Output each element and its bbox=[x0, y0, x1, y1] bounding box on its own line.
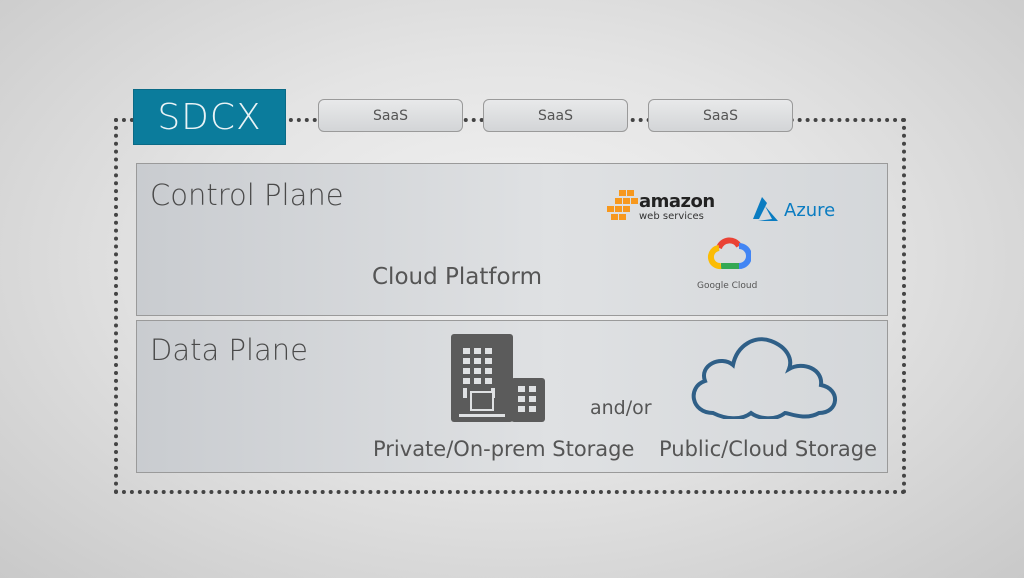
google-cloud-logo-icon bbox=[708, 237, 751, 270]
saas-box-3: SaaS bbox=[648, 99, 793, 132]
aws-name: amazon bbox=[639, 191, 715, 212]
cloud-icon bbox=[691, 337, 837, 419]
control-plane-title: Control Plane bbox=[150, 178, 344, 212]
saas-box-1: SaaS bbox=[318, 99, 463, 132]
azure-name: Azure bbox=[784, 200, 836, 221]
aws-logo: amazon web services bbox=[607, 188, 715, 228]
data-plane-panel: Data Plane and/or Private/On-prem Storag… bbox=[136, 320, 888, 473]
azure-logo-icon bbox=[753, 197, 778, 221]
azure-logo: Azure bbox=[750, 197, 860, 227]
public-storage-label: Public/Cloud Storage bbox=[659, 437, 878, 461]
control-plane-panel: Control Plane Cloud Platform amazon web … bbox=[136, 163, 888, 316]
google-cloud-name: Google Cloud bbox=[697, 281, 758, 291]
aws-sub: web services bbox=[639, 211, 704, 222]
private-storage-label: Private/On-prem Storage bbox=[373, 437, 635, 461]
saas-box-2: SaaS bbox=[483, 99, 628, 132]
building-icon bbox=[451, 334, 545, 422]
and-or-label: and/or bbox=[590, 397, 652, 419]
data-plane-title: Data Plane bbox=[150, 333, 308, 367]
google-cloud-logo: Google Cloud bbox=[693, 236, 763, 296]
aws-logo-icon bbox=[607, 190, 638, 220]
sdcx-label: SDCX bbox=[133, 89, 286, 145]
cloud-platform-label: Cloud Platform bbox=[372, 264, 543, 290]
